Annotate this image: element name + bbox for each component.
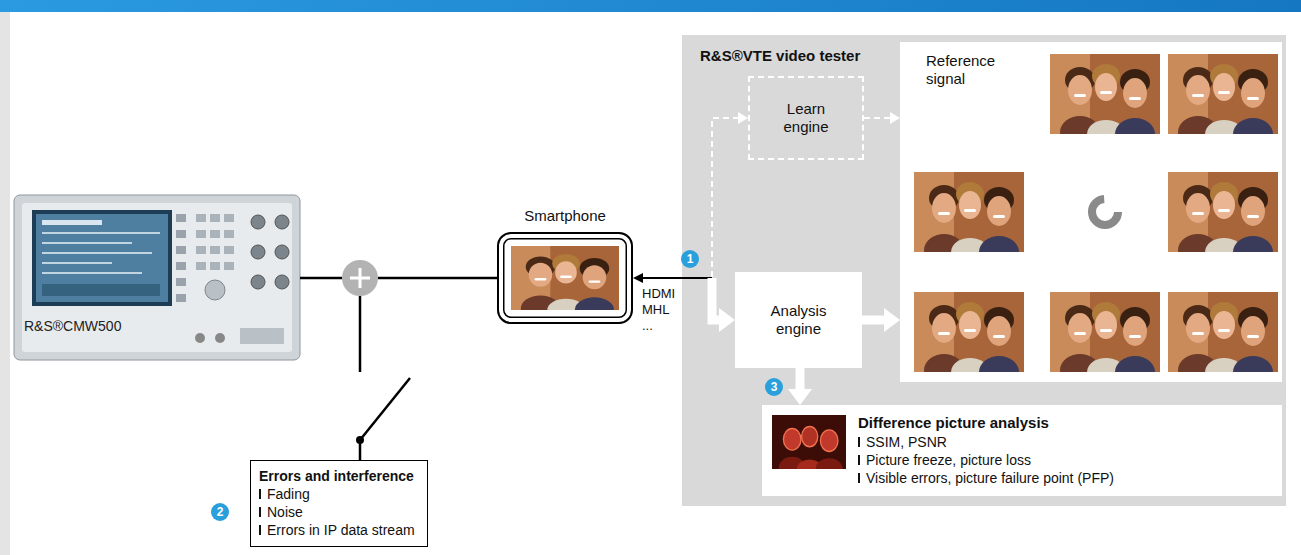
reference-frame [1168,54,1278,134]
box-heading: Errors and interference [259,467,415,485]
reference-signal-area: Reference signal [900,42,1282,382]
reference-frame-image [1050,292,1160,372]
arrowhead [890,112,900,124]
arrowhead [788,389,812,405]
bullet-text: Errors in IP data stream [267,521,415,539]
box-heading: Analysis engine [763,302,835,338]
bullet-line: Errors in IP data stream [259,521,415,539]
reference-frame [914,172,1024,252]
bullet-mark [858,437,860,447]
bullet-mark [858,473,860,483]
connector [633,273,735,332]
interface-name: HDMI [642,286,675,301]
signal-tester-illustration [14,195,300,360]
bullet-text: SSIM, PSNR [866,433,947,451]
error-source-box: Errors and interferenceFadingNoiseErrors… [250,460,428,547]
bullet-text: Noise [267,503,303,521]
phone-screen-picture [511,246,619,310]
bullet-line: Visible errors, picture failure point (P… [858,469,1272,487]
box-heading: Smartphone [469,207,661,225]
reference-frame [1050,54,1160,134]
connector [633,112,748,278]
loading-ring [1092,199,1118,225]
arrowhead [738,112,748,124]
arrowhead [884,308,900,332]
reference-frame-image [914,172,1024,252]
video-tester-panel: R&S®VTE video testerLearn engine Referenc… [682,35,1286,506]
summing-junction [342,260,378,296]
connector-line [864,117,891,119]
interface-name: MHL [642,302,669,317]
connector-line [633,118,739,278]
reference-frame [1168,292,1278,372]
panel-ground [682,35,1286,506]
reference-frame [914,292,1024,372]
connector [788,368,812,405]
connector-line [862,316,885,325]
connector [864,112,900,124]
difference-picture-image [772,415,846,469]
connector [862,308,900,332]
difference-analysis-box: Difference picture analysisSSIM, PSNRPic… [762,405,1282,496]
reference-frame-image [1168,292,1278,372]
callout-number: 2 [211,503,229,521]
bullet-text: Fading [267,485,310,503]
reference-frame-image [1168,54,1278,134]
bullet-mark [858,455,860,465]
difference-picture [772,415,846,469]
bullet-line: Picture freeze, picture loss [858,451,1272,469]
bullet-line: Fading [259,485,415,503]
interface-name: ... [642,318,653,333]
instrument-label: R&S®CMW500 [24,318,121,335]
box-heading: Learn engine [770,100,842,136]
reference-frame-image [914,292,1024,372]
bullet-text: Visible errors, picture failure point (P… [866,469,1114,487]
bullet-mark [259,489,261,499]
analysis-engine-box: Analysis engine [735,272,862,368]
connector-line [642,277,712,279]
box-heading: Difference picture analysis [858,413,1272,433]
bullet-mark [259,525,261,535]
smartphone-box: Smartphone [497,232,633,324]
box-heading: R&S®VTE video tester [700,47,860,65]
connector-line [712,278,720,320]
loading-icon [1085,192,1125,232]
reference-frame-image [1168,172,1278,252]
connector-line [796,368,805,390]
arrowhead [633,273,643,283]
rf-wiring [300,278,497,460]
phone-screen-picture-image [511,246,619,310]
learn-engine-box: Learn engine [748,76,864,160]
reference-frame [1168,172,1278,252]
callout-number: 3 [765,378,783,396]
bullet-line: SSIM, PSNR [858,433,1272,451]
reference-frame [1050,292,1160,372]
callout-number: 1 [681,250,699,268]
header-bar [0,0,1301,12]
margin-strip [0,12,10,555]
reference-frame-image [1050,54,1160,134]
bullet-text: Picture freeze, picture loss [866,451,1031,469]
bullet-mark [259,507,261,517]
arrowhead [719,308,735,332]
switch-pivot [356,436,364,444]
bullet-line: Noise [259,503,415,521]
box-heading: Reference signal [926,52,1022,88]
